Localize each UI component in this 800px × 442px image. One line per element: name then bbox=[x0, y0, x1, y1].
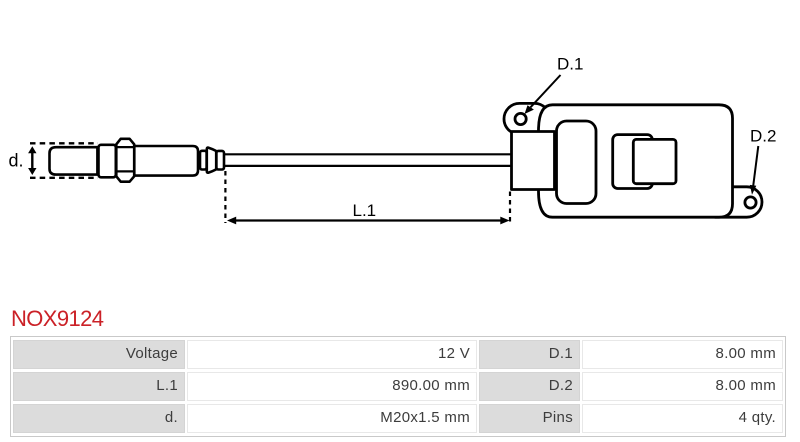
svg-text:D.2: D.2 bbox=[750, 127, 776, 146]
svg-text:D.1: D.1 bbox=[557, 55, 583, 74]
svg-text:L.1: L.1 bbox=[353, 201, 377, 220]
svg-text:d.: d. bbox=[9, 151, 24, 171]
